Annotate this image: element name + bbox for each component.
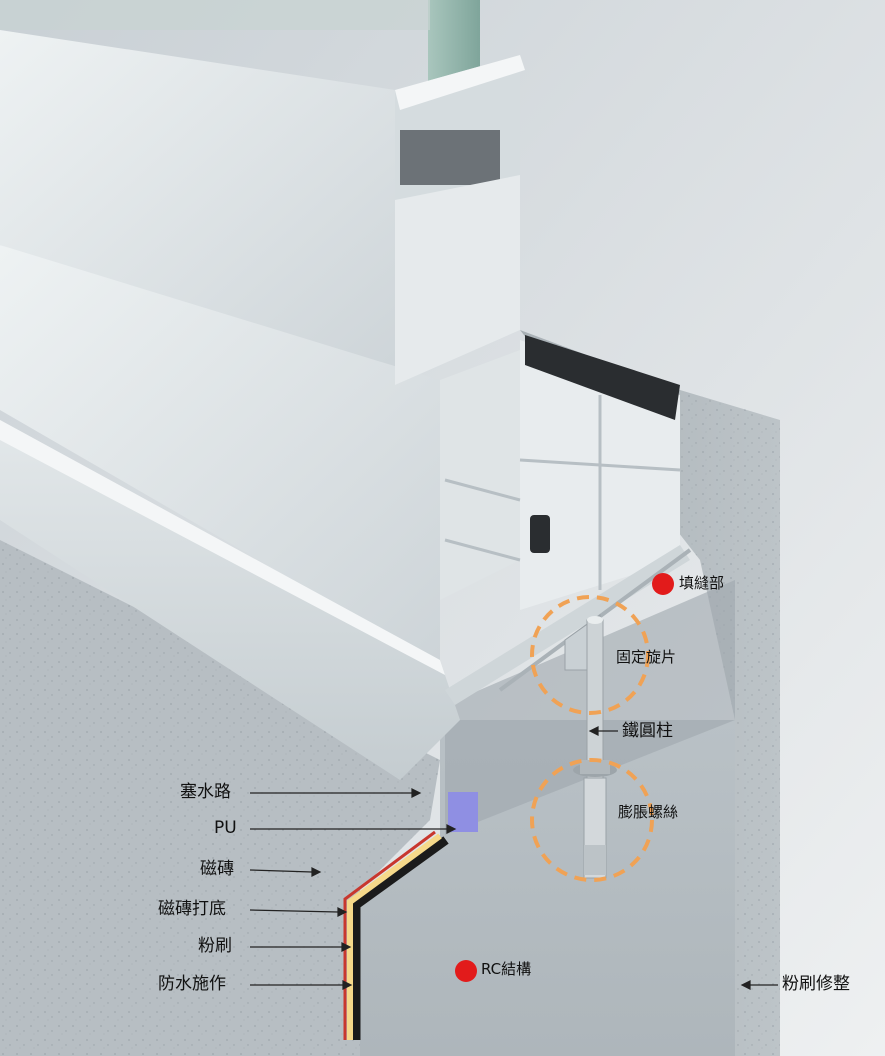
sill-profile — [0, 420, 460, 780]
label-plaster: 粉刷 — [198, 936, 232, 956]
waterproof-layer — [343, 830, 436, 1040]
label-tile: 磁磚 — [200, 859, 234, 879]
label-plug-waterway: 塞水路 — [180, 782, 231, 802]
rc-structure-dot — [455, 960, 477, 982]
label-seal-joint: 填縫部 — [679, 574, 725, 592]
label-plaster-finish: 粉刷修整 — [782, 974, 850, 994]
glazing-gasket — [400, 130, 500, 185]
sash-lower — [0, 245, 440, 665]
label-pu: PU — [214, 818, 237, 838]
plaster-layer — [347, 833, 442, 1040]
label-expansion-bolt: 膨脹螺絲 — [618, 803, 679, 821]
label-waterproofing: 防水施作 — [158, 974, 226, 994]
highlight-circle-bolt — [530, 758, 654, 882]
leader-lines — [249, 726, 778, 990]
pu-block — [448, 792, 478, 832]
label-iron-post: 鐵圓柱 — [622, 721, 673, 741]
sash-upper — [0, 30, 395, 385]
label-rc-structure: RC結構 — [481, 960, 532, 978]
weather-strip — [525, 335, 680, 420]
label-fixing-tab: 固定旋片 — [616, 648, 677, 666]
label-tile-base: 磁磚打底 — [158, 899, 226, 919]
highlight-circle-fixing — [530, 595, 650, 715]
seal-joint-dot — [652, 573, 674, 595]
